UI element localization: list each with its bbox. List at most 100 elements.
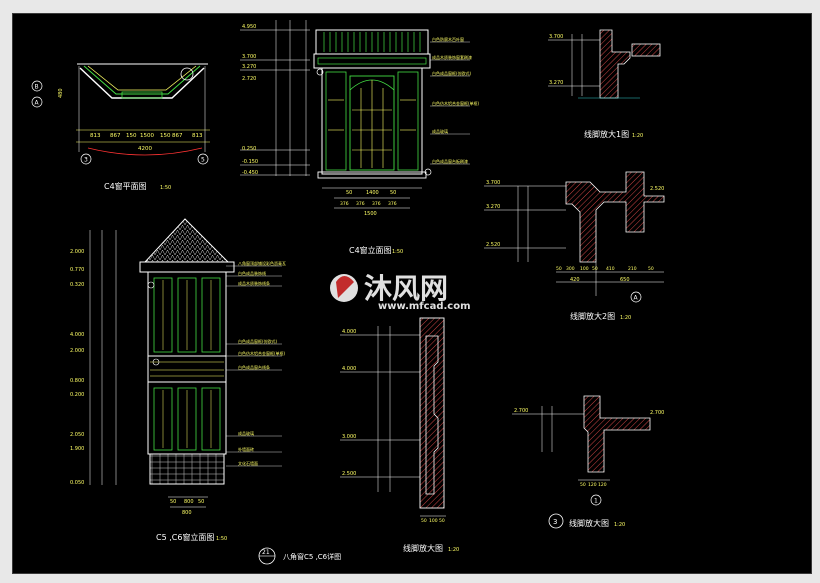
wd2-level-1: 3.270 <box>486 204 500 210</box>
wd1-level-1: 3.270 <box>549 80 563 86</box>
c4-plan-title: C4窗平面图 <box>104 181 147 191</box>
c4-sub-0: 376 <box>340 201 349 207</box>
wainscot-level-1: 4.000 <box>342 366 356 372</box>
circle-three: 3 <box>553 518 557 526</box>
dim-6: 813 <box>192 133 203 139</box>
c5-note-9: 文化石墙面 <box>238 460 258 466</box>
c5-level-9: 0.050 <box>70 480 84 486</box>
c5-note-4: 白色成品窗框(仿欧式) <box>238 338 278 344</box>
c5c6-elev-title: C5 ,C6窗立面图 <box>156 532 214 542</box>
dim-2: 150 <box>126 133 137 139</box>
c4-elevation-view: 4.950 3.700 3.270 2.720 0.250 -0.150 -0.… <box>240 20 480 255</box>
c4-level-4: 0.250 <box>242 146 256 152</box>
axis-3-label: 3 <box>84 157 88 164</box>
wainscot-2-title: 线脚放大2图 <box>570 311 615 321</box>
c4-level-3: 2.720 <box>242 76 256 82</box>
axis-b-label: B <box>35 84 39 91</box>
wd3-b-2: 120 <box>598 482 607 488</box>
c5-level-7: 2.050 <box>70 432 84 438</box>
c4-level-0: 4.950 <box>242 24 256 30</box>
c4-note-1: 白色防腐木百叶窗 <box>432 36 464 42</box>
wainscot-1-title: 线脚放大1图 <box>584 129 629 139</box>
wainscot-level-0: 4.000 <box>342 329 356 335</box>
wainscot-2-detail: 3.700 3.270 2.520 2.520 50 300 100 50 41… <box>484 171 665 321</box>
c5-level-4: 2.000 <box>70 348 84 354</box>
detail-title-block: 21 八角窗C5 ,C6详图 <box>258 547 341 565</box>
c5c6-elevation-view: 2.000 0.770 0.320 4.000 2.000 0.800 0.20… <box>70 218 286 542</box>
c5-note-5: 白色仿木铝合金窗框(单框) <box>238 350 286 356</box>
c5-note-2: 白色成品装饰线 <box>238 270 266 276</box>
c4-plan-view: 813 867 150 1500 150 867 813 4200 480 B … <box>31 63 210 191</box>
wainscot-3-title: 线脚放大图 <box>569 518 609 528</box>
wd2-b-2: 100 <box>580 266 589 272</box>
axis-3-bubble <box>80 153 92 165</box>
wd2-level-2: 2.520 <box>486 242 500 248</box>
wd3-b-1: 120 <box>588 482 597 488</box>
c5-level-5: 0.800 <box>70 378 84 384</box>
wd1-level-0: 3.700 <box>549 34 563 40</box>
c4-level-1: 3.700 <box>242 54 256 60</box>
c4-bottom-1: 1400 <box>366 190 379 196</box>
wainscot-bottom-0: 50 <box>421 518 427 524</box>
plan-left-dim: 480 <box>58 88 64 98</box>
dim-0: 813 <box>90 133 101 139</box>
wd3-level-0: 2.700 <box>514 408 528 414</box>
detail-number: 21 <box>262 549 270 556</box>
wd2-b-1: 300 <box>566 266 575 272</box>
wd3-level-right: 2.700 <box>650 410 664 416</box>
wd2-b-4: 410 <box>606 266 615 272</box>
c5-level-0: 2.000 <box>70 249 84 255</box>
wd2-b-0: 50 <box>556 266 562 272</box>
wainscot-3-scale: 1:20 <box>614 522 625 528</box>
c4-bottom-2: 50 <box>390 190 396 196</box>
c5-bottom-2: 50 <box>198 499 204 505</box>
wainscot-2-scale: 1:20 <box>620 315 631 321</box>
c5-bottom-0: 50 <box>170 499 176 505</box>
wd2-level-right: 2.520 <box>650 186 664 192</box>
wd2-level-0: 3.700 <box>486 180 500 186</box>
wainscot-level-3: 2.500 <box>342 471 356 477</box>
c4-note-2: 成品木质装饰窗套刷漆 <box>432 54 472 60</box>
wd3-b-0: 50 <box>580 482 586 488</box>
c5-total: 800 <box>182 510 192 516</box>
dim-5: 867 <box>172 133 183 139</box>
wainscot-detail: 4.000 4.000 3.000 2.500 50 100 50 线脚放大图 … <box>340 317 459 553</box>
detail-octagon-title: 八角窗C5 ,C6详图 <box>283 552 341 561</box>
c5-level-1: 0.770 <box>70 267 84 273</box>
dim-3: 1500 <box>140 133 154 139</box>
wd2-total-1: 650 <box>620 277 630 283</box>
wainscot-3-detail: 2.700 2.700 50 120 120 1 3 线脚放大图 1:20 <box>512 395 664 529</box>
wainscot-level-2: 3.000 <box>342 434 356 440</box>
c4-bottom-0: 50 <box>346 190 352 196</box>
c4-level-5: -0.150 <box>242 159 258 165</box>
axis-a2-label: A <box>634 295 639 302</box>
drawing-sheet <box>12 13 812 574</box>
axis-a-label: A <box>35 100 40 107</box>
c4-plan-scale: 1:50 <box>160 185 171 191</box>
wainscot-bottom-2: 50 <box>439 518 445 524</box>
c5-note-6: 白色成品窗台线条 <box>238 364 270 370</box>
c5-note-7: 成品玻璃 <box>238 430 254 436</box>
wainscot-scale: 1:20 <box>448 547 459 553</box>
watermark-url: www.mfcad.com <box>378 301 471 312</box>
c5c6-elev-scale: 1:50 <box>216 536 227 542</box>
c4-note-3: 白色成品窗框(仿欧式) <box>432 70 472 76</box>
c4-note-6: 白色成品窗台板刷漆 <box>432 158 468 164</box>
c4-sub-1: 376 <box>356 201 365 207</box>
wainscot-bottom-1: 100 <box>429 518 438 524</box>
axis-5-label: 5 <box>201 157 205 164</box>
wainscot-title: 线脚放大图 <box>403 543 443 553</box>
dim-1: 867 <box>110 133 121 139</box>
c5-level-3: 4.000 <box>70 332 84 338</box>
c5-level-8: 1.900 <box>70 446 84 452</box>
axis-b-bubble <box>31 80 43 92</box>
axis-a2-bubble <box>630 291 642 303</box>
plan-total-dim: 4200 <box>138 146 152 152</box>
watermark: 沐风网 www.mfcad.com <box>330 272 471 312</box>
c4-sub-2: 376 <box>372 201 381 207</box>
wd2-b-5: 210 <box>628 266 637 272</box>
c4-level-6: -0.450 <box>242 170 258 176</box>
wainscot-1-scale: 1:20 <box>632 133 643 139</box>
c5-note-1: 八角窗顶部铺设彩色沥青瓦 <box>238 260 286 266</box>
